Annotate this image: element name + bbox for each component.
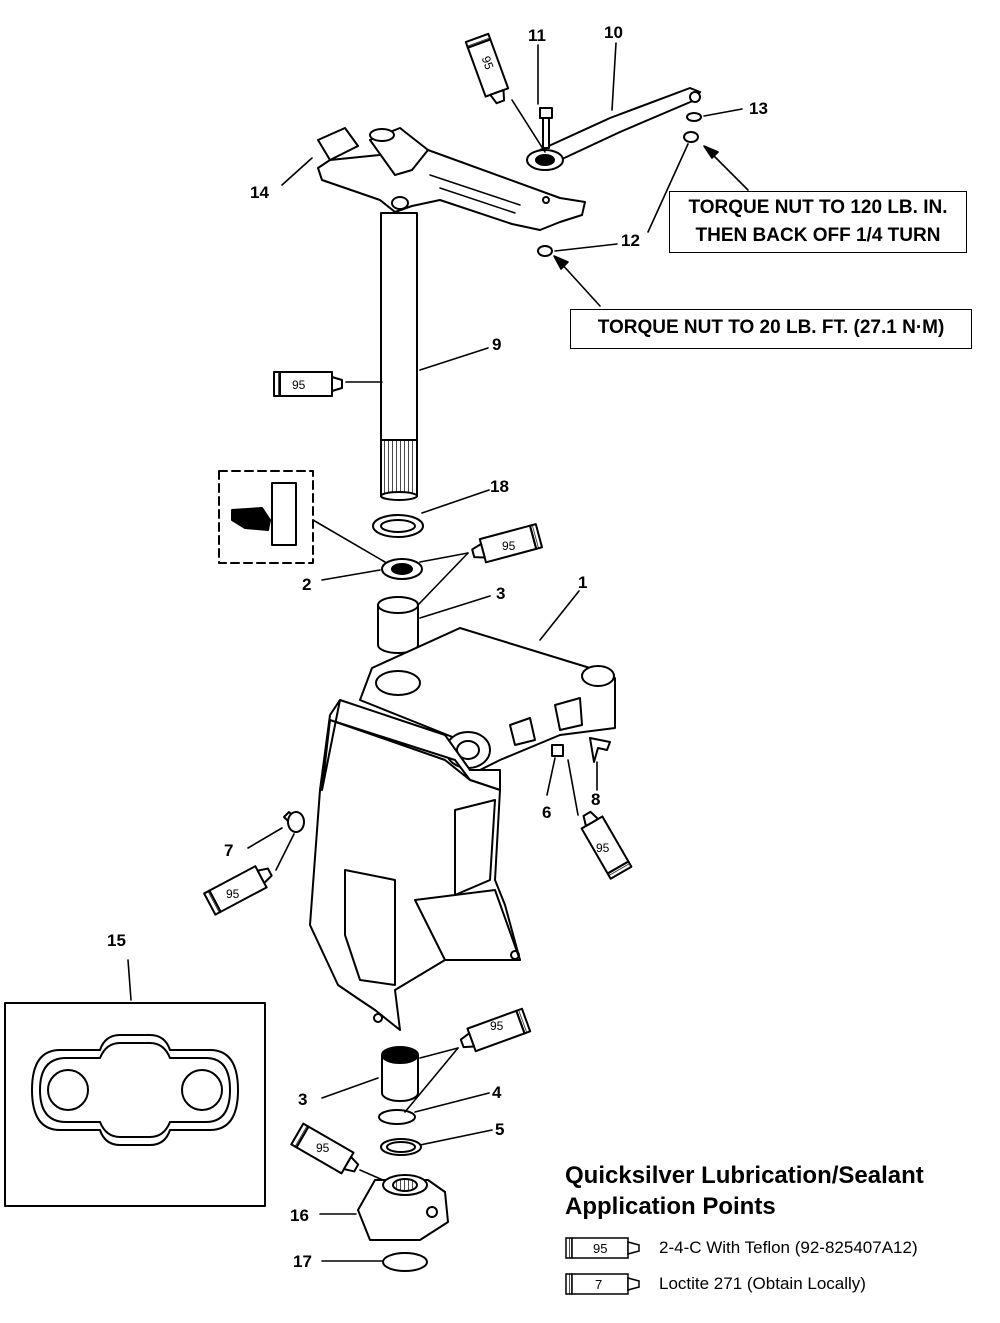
lube-tube-icon: 95 xyxy=(565,1237,640,1259)
part-label-10: 10 xyxy=(604,23,623,42)
torque-callout-line-1: TORQUE NUT TO 120 LB. IN. xyxy=(688,197,948,218)
bushing-3-lower-drawing xyxy=(381,1046,419,1102)
part-label-5: 5 xyxy=(495,1120,504,1139)
seal-inset-detail xyxy=(231,482,297,546)
torque-callout-nut-12: TORQUE NUT TO 20 LB. FT. (27.1 N·M) xyxy=(570,309,972,349)
lube-tube-top xyxy=(464,32,510,105)
part-label-2: 2 xyxy=(302,575,311,594)
legend-item-text: 2-4-C With Teflon (92-825407A12) xyxy=(659,1238,918,1257)
part-label-7: 7 xyxy=(224,841,233,860)
part-label-6: 6 xyxy=(542,803,551,822)
swivel-bracket-drawing xyxy=(309,627,616,1031)
part-label-17: 17 xyxy=(293,1252,312,1271)
legend-title-line-1: Quicksilver Lubrication/Sealant xyxy=(565,1162,924,1189)
torque-callout-nut-13: TORQUE NUT TO 120 LB. IN. THEN BACK OFF … xyxy=(669,191,967,253)
link-rod-drawing xyxy=(526,87,701,171)
lube-tube-screw xyxy=(580,810,633,880)
callout-arrows xyxy=(553,145,749,307)
legend-title-line-2: Application Points xyxy=(565,1193,776,1220)
steering-shaft-drawing xyxy=(380,212,418,501)
leader-lines xyxy=(127,42,743,1262)
torque-callout-line-2: THEN BACK OFF 1/4 TURN xyxy=(695,225,941,246)
steering-arm-drawing xyxy=(317,127,586,231)
ring-17-drawing xyxy=(382,1252,428,1272)
screw-6-drawing xyxy=(551,744,564,757)
tube-code-top: 95 xyxy=(479,54,497,72)
legend-code: 7 xyxy=(595,1277,602,1292)
lube-tube-seal xyxy=(471,523,544,564)
part-label-11: 11 xyxy=(528,26,546,45)
lube-tube-bushing7 xyxy=(203,865,273,916)
tube-code-bottom: 95 xyxy=(316,1141,330,1155)
nut-13-drawing xyxy=(683,131,699,143)
legend-item-7: 7 Loctite 271 (Obtain Locally) xyxy=(565,1271,866,1297)
legend-item-text: Loctite 271 (Obtain Locally) xyxy=(659,1274,866,1293)
part-label-4: 4 xyxy=(492,1083,502,1102)
lubrication-legend: Quicksilver Lubrication/Sealant Applicat… xyxy=(565,1160,985,1295)
ring-5-drawing xyxy=(380,1138,422,1156)
part-label-1: 1 xyxy=(578,573,587,592)
yoke-16-drawing xyxy=(357,1174,449,1241)
part-label-13: 13 xyxy=(749,99,768,118)
washer-18-drawing xyxy=(372,514,424,538)
washer-13-drawing xyxy=(686,112,702,122)
part-label-8: 8 xyxy=(591,790,600,809)
part-label-12: 12 xyxy=(621,231,640,250)
part-label-9: 9 xyxy=(492,335,501,354)
nut-12-drawing xyxy=(537,245,553,257)
bushing-7-drawing xyxy=(283,811,305,833)
part-label-14: 14 xyxy=(250,183,269,202)
lube-tube-lower xyxy=(459,1007,532,1053)
tube-code-seal: 95 xyxy=(502,539,516,553)
part-label-18: 18 xyxy=(490,477,509,496)
seal-inset-box xyxy=(218,470,314,564)
ring-4-drawing xyxy=(378,1109,416,1125)
bushing-3-upper-drawing xyxy=(377,596,419,654)
part-label-3-lower: 3 xyxy=(298,1090,307,1109)
tube-code-screw: 95 xyxy=(596,841,610,855)
bolt-11-drawing xyxy=(539,107,553,149)
part-label-15: 15 xyxy=(107,931,126,950)
gasket-15-drawing xyxy=(31,1034,239,1146)
lube-tube-icon: 7 xyxy=(565,1273,640,1295)
part-label-16: 16 xyxy=(290,1206,309,1225)
tube-code-lower: 95 xyxy=(490,1019,504,1033)
lube-tube-bottom xyxy=(290,1122,360,1175)
tube-code-bushing7: 95 xyxy=(226,887,240,901)
legend-item-95: 95 2-4-C With Teflon (92-825407A12) xyxy=(565,1235,918,1261)
gasket-15-box xyxy=(4,1002,266,1207)
legend-code: 95 xyxy=(593,1241,607,1256)
screw-8-drawing xyxy=(589,737,611,763)
lube-tube-shaft xyxy=(273,371,343,397)
tube-code-shaft: 95 xyxy=(292,378,306,392)
part-label-3-upper: 3 xyxy=(496,584,505,603)
